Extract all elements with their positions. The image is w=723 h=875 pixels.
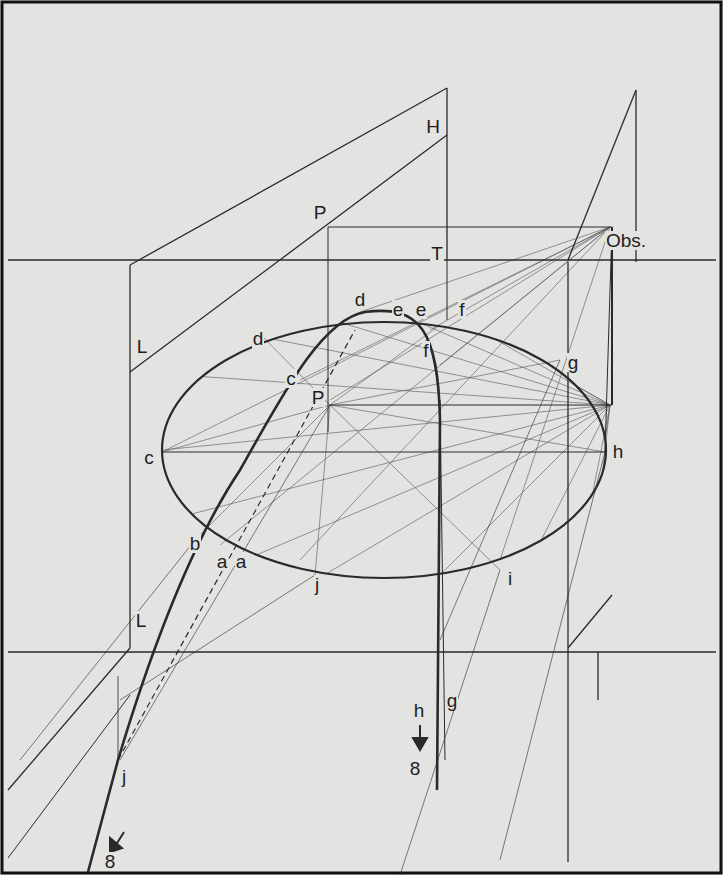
point-label: 8	[104, 852, 117, 871]
construction-line	[500, 452, 605, 860]
point-label: j	[121, 767, 127, 786]
sight-ray	[162, 227, 610, 452]
point-label: P	[313, 203, 328, 222]
construction-line	[20, 540, 195, 760]
sight-ray	[220, 227, 610, 545]
chord-line	[330, 325, 440, 405]
construction-line	[129, 265, 130, 648]
chord-line	[195, 405, 330, 540]
point-label: e	[415, 300, 428, 319]
projected-curve	[88, 311, 440, 872]
projection-ray	[593, 405, 610, 494]
point-label: b	[189, 534, 202, 553]
chord-line	[162, 405, 330, 452]
construction-line	[130, 88, 447, 265]
sight-ray	[430, 227, 610, 330]
point-label: g	[446, 691, 459, 710]
projection-ray	[202, 377, 610, 405]
point-label: H	[425, 117, 441, 136]
sight-ray	[300, 227, 610, 380]
projection-ray	[345, 324, 610, 405]
point-label: h	[413, 701, 426, 720]
point-label: d	[252, 329, 265, 348]
construction-line	[440, 360, 560, 640]
projection-ray	[162, 405, 610, 450]
projection-ray	[495, 339, 610, 405]
arrow-symbol	[413, 725, 427, 750]
point-label: a	[216, 552, 229, 571]
circle-ellipse	[162, 322, 606, 578]
point-label: 8	[409, 759, 422, 778]
point-label: f	[422, 341, 429, 360]
construction-line	[447, 260, 448, 320]
point-label: c	[143, 448, 155, 467]
construction-line	[118, 676, 119, 760]
point-label: T	[430, 244, 444, 263]
sight-ray	[500, 227, 610, 560]
construction-line	[328, 227, 329, 432]
point-label: j	[314, 575, 320, 594]
projection-ray	[257, 405, 610, 555]
point-label: g	[567, 353, 580, 372]
point-label: e	[392, 300, 405, 319]
arrow-symbol	[110, 832, 124, 852]
point-label: L	[136, 337, 149, 356]
point-label: L	[135, 611, 148, 630]
chord-line	[330, 360, 560, 405]
point-label: P	[311, 388, 326, 407]
construction-line	[440, 400, 445, 760]
construction-line	[400, 570, 500, 875]
point-label: h	[612, 442, 625, 461]
construction-line	[597, 652, 598, 700]
point-label: Obs.	[605, 231, 647, 250]
point-label: c	[285, 369, 297, 388]
point-label: f	[458, 300, 465, 319]
point-label: i	[507, 569, 513, 588]
construction-line	[120, 405, 330, 760]
construction-line	[330, 405, 612, 406]
point-label: d	[354, 290, 367, 309]
sight-ray	[300, 227, 610, 560]
construction-line	[162, 452, 605, 453]
construction-line	[120, 575, 315, 700]
chord-line	[330, 405, 500, 570]
construction-line	[130, 135, 447, 372]
construction-line	[446, 88, 447, 260]
point-label: a	[235, 552, 248, 571]
construction-line	[118, 330, 355, 760]
construction-line	[328, 227, 612, 228]
construction-line	[605, 227, 612, 452]
construction-line	[8, 695, 130, 858]
construction-line	[8, 259, 716, 260]
projection-ray	[192, 405, 610, 514]
construction-line	[568, 595, 612, 648]
construction-line	[8, 651, 716, 652]
